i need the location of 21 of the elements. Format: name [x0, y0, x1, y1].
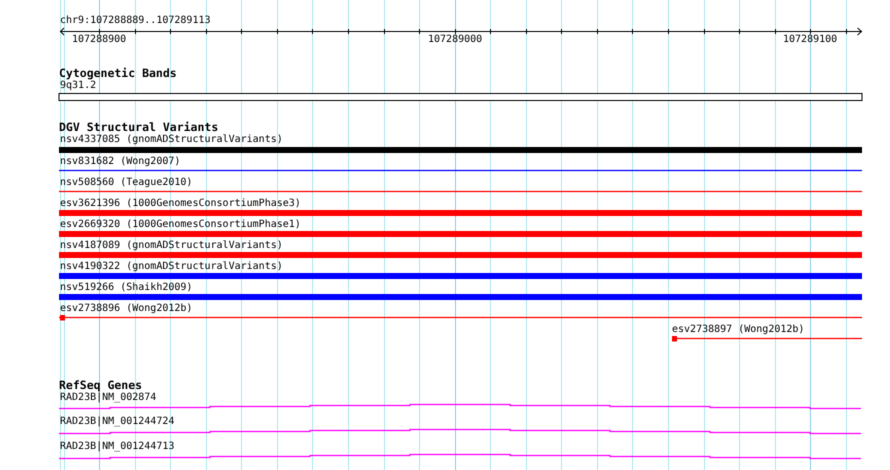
- gene-label: RAD23B|NM_001244713: [60, 441, 174, 453]
- tick-label: 107289000: [428, 34, 482, 46]
- variant-label: esv2738897 (Wong2012b): [672, 324, 804, 336]
- position-label: chr9:107288889..107289113: [60, 15, 211, 27]
- variant-label: nsv4187089 (gnomADStructuralVariants): [60, 240, 283, 252]
- gene-label: RAD23B|NM_001244724: [60, 416, 174, 428]
- variant-label: esv2738896 (Wong2012b): [60, 302, 192, 314]
- variant-label: nsv4337085 (gnomADStructuralVariants): [60, 134, 283, 146]
- variant-label: esv3621396 (1000GenomesConsortiumPhase3): [60, 198, 301, 210]
- variant-label: nsv519266 (Shaikh2009): [60, 282, 192, 294]
- variant-label: esv2669320 (1000GenomesConsortiumPhase1): [60, 218, 301, 230]
- tick-label: 107288900: [72, 34, 126, 46]
- band-label: 9q31.2: [60, 80, 96, 92]
- gene-label: RAD23B|NM_002874: [60, 392, 156, 404]
- track-title: DGV Structural Variants: [59, 121, 218, 134]
- track-title: RefSeq Genes: [59, 378, 142, 392]
- variant-label: nsv508560 (Teague2010): [60, 176, 192, 188]
- variant-label: nsv831682 (Wong2007): [60, 156, 180, 168]
- variant-label: nsv4190322 (gnomADStructuralVariants): [60, 260, 283, 272]
- track-title: Cytogenetic Bands: [59, 67, 177, 80]
- tick-label: 107289100: [783, 34, 838, 46]
